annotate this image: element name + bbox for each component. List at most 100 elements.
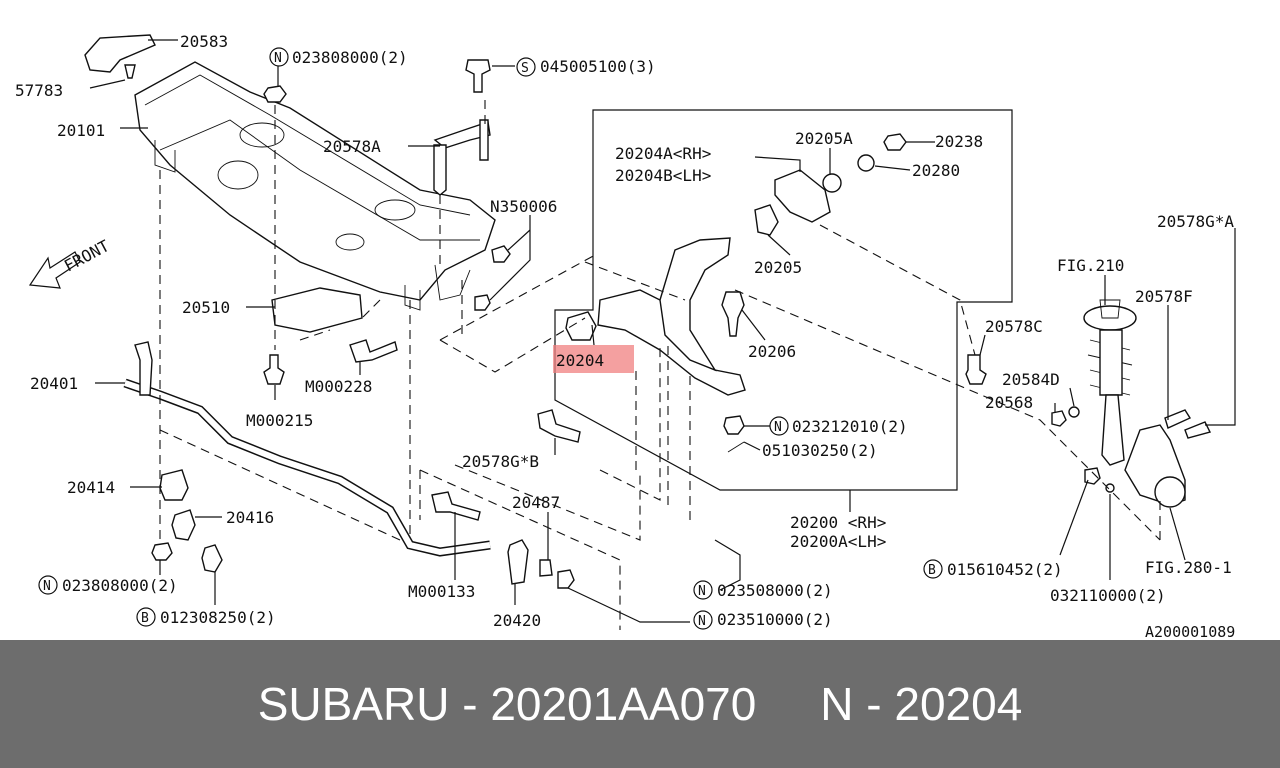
strut-part — [1083, 299, 1137, 466]
label-20416: 20416 — [226, 508, 274, 527]
label-20578c: 20578C — [985, 317, 1043, 336]
label-20420: 20420 — [493, 611, 541, 630]
label-b015610452: 015610452(2) — [947, 560, 1063, 579]
label-fig280: FIG.280-1 — [1145, 558, 1232, 577]
label-20205a: 20205A — [795, 129, 853, 148]
bolt-20578c-part — [965, 354, 987, 385]
label-20578ga: 20578G*A — [1157, 212, 1234, 231]
label-20487: 20487 — [512, 493, 560, 512]
clip-part — [124, 64, 136, 79]
label-20204a: 20204A<RH> — [615, 144, 711, 163]
nut-0232-part — [723, 415, 745, 435]
bracket-20416-part — [171, 509, 196, 541]
label-20238: 20238 — [935, 132, 983, 151]
label-20401: 20401 — [30, 374, 78, 393]
washer-0321-part — [1105, 483, 1115, 493]
label-fig210: FIG.210 — [1057, 256, 1124, 275]
washer-20487-part — [539, 559, 553, 577]
label-20200a: 20200A<LH> — [790, 532, 886, 551]
bushing-20414-part — [159, 469, 189, 501]
plate-20510-part — [271, 287, 363, 333]
highlight-box — [553, 345, 634, 373]
label-20568: 20568 — [985, 393, 1033, 412]
control-arm-box — [554, 109, 1013, 491]
ball-joint-20206-part — [721, 291, 745, 337]
bolt-m000215-part — [263, 354, 285, 385]
nut-20568-part — [1051, 410, 1067, 427]
cotter-pin-part — [727, 441, 745, 453]
washer-20205a-part — [822, 173, 842, 193]
nut-n350006-2-part — [474, 294, 491, 311]
svg-text:N: N — [774, 420, 782, 435]
label-20101: 20101 — [57, 121, 105, 140]
prefix-markers: N S N B N N N B — [38, 47, 943, 630]
label-051030250: 051030250(2) — [762, 441, 878, 460]
bolt-20578f-part — [1164, 409, 1192, 429]
label-20205: 20205 — [754, 258, 802, 277]
label-20200: 20200 <RH> — [790, 513, 886, 532]
washer-20280-part — [857, 154, 875, 172]
label-032110000: 032110000(2) — [1050, 586, 1166, 605]
nut-part — [263, 85, 287, 103]
bolt-20578gb-part — [537, 409, 581, 443]
nut-lower-part — [151, 542, 173, 561]
callout-labels: 20583 57783 20101 023808000(2) 045005100… — [15, 32, 1235, 640]
label-57783: 57783 — [15, 81, 63, 100]
label-20578f: 20578F — [1135, 287, 1193, 306]
bolt-part — [465, 59, 491, 93]
bolt-m000133-part — [431, 491, 481, 521]
svg-text:S: S — [521, 61, 529, 76]
bolt-20578a-part — [433, 144, 447, 196]
parts-diagram: FRONT N S N B N N N B 20583 57783 20101 … — [15, 32, 1236, 640]
label-20206: 20206 — [748, 342, 796, 361]
control-arm-part — [597, 237, 746, 396]
bolt-0156-part — [1084, 467, 1101, 485]
nut-20238-part — [883, 133, 907, 151]
bolt-20578a-2-part — [479, 119, 489, 161]
svg-text:N: N — [698, 614, 706, 629]
label-20204: 20204 — [556, 351, 604, 370]
label-n023808000: 023808000(2) — [292, 48, 408, 67]
hub-part — [1154, 476, 1186, 508]
label-20414: 20414 — [67, 478, 115, 497]
svg-text:N: N — [43, 579, 51, 594]
footer-separator: - — [449, 678, 491, 730]
footer-gap — [756, 677, 820, 731]
bolt-lower-part — [201, 544, 223, 573]
label-m000133: M000133 — [408, 582, 475, 601]
label-20280: 20280 — [912, 161, 960, 180]
bushing-20204-part — [565, 311, 597, 341]
svg-text:B: B — [928, 563, 936, 578]
label-20578a: 20578A — [323, 137, 381, 156]
label-n023510000: 023510000(2) — [717, 610, 833, 629]
label-b012308250: 012308250(2) — [160, 608, 276, 627]
leader-lines — [89, 39, 1236, 623]
label-20510: 20510 — [182, 298, 230, 317]
bolt-20578ga-part — [1184, 421, 1212, 439]
label-reference: A200001089 — [1145, 623, 1235, 640]
label-20584d: 20584D — [1002, 370, 1060, 389]
label-20583: 20583 — [180, 32, 228, 51]
svg-text:N: N — [698, 584, 706, 599]
label-n350006: N350006 — [490, 197, 557, 216]
bushing-20204ab-part — [774, 169, 831, 223]
reference-number: 20204 — [894, 678, 1023, 730]
svg-text:B: B — [141, 611, 149, 626]
reference-letter: N — [820, 678, 854, 730]
bolt-m000228-part — [349, 339, 398, 363]
brand-name: SUBARU — [257, 678, 450, 730]
stabilizer-end-part — [134, 341, 153, 396]
bracket-part — [84, 34, 156, 73]
nut-0235-part — [557, 569, 575, 589]
label-m000228: M000228 — [305, 377, 372, 396]
front-arrow — [28, 251, 81, 289]
svg-text:N: N — [274, 51, 282, 66]
washer-20205-part — [754, 204, 779, 236]
part-number-footer: SUBARU - 20201AA070 N - 20204 — [0, 640, 1280, 768]
washer-20584d-part — [1068, 406, 1080, 418]
dashed-guides — [159, 100, 1161, 630]
label-n023212010: 023212010(2) — [792, 417, 908, 436]
label-20578gb: 20578G*B — [462, 452, 539, 471]
label-m000215: M000215 — [246, 411, 313, 430]
label-s045005100: 045005100(3) — [540, 57, 656, 76]
